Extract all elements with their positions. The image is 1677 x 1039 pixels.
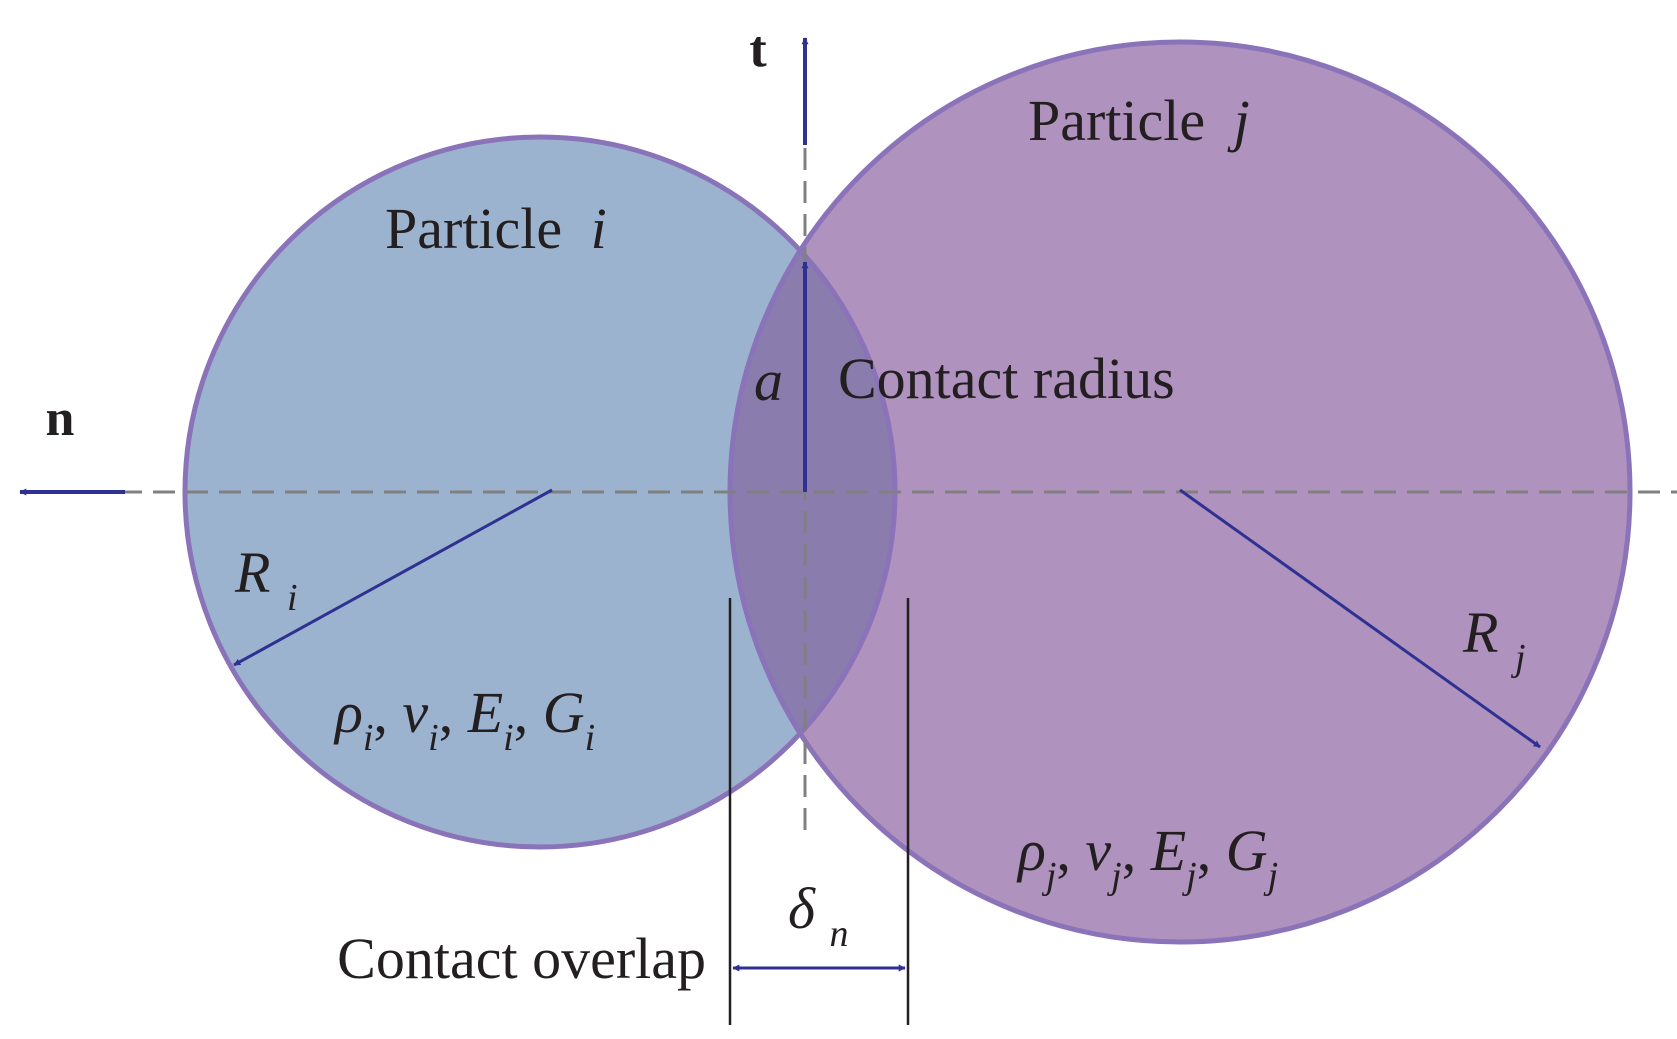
- prop-j-sep-2: ,: [1122, 818, 1137, 883]
- radius-i-sub: i: [287, 577, 298, 619]
- prop-j-v: v: [1085, 818, 1111, 883]
- prop-i-v: v: [402, 680, 428, 745]
- prop-i-rho: ρ: [333, 680, 363, 745]
- overlap-sub: n: [829, 913, 848, 955]
- particle-j-title-word: Particle: [1028, 88, 1205, 153]
- prop-j-sep-1: ,: [1056, 818, 1071, 883]
- prop-i-sep-3: ,: [514, 680, 529, 745]
- prop-i-sep-2: ,: [439, 680, 454, 745]
- particle-j-title: Particle j: [1028, 88, 1250, 153]
- prop-i-e: E: [467, 680, 503, 745]
- overlap-symbol: δ n: [788, 876, 848, 955]
- radius-i-arrow: [233, 488, 553, 667]
- prop-i-g-sub: i: [585, 717, 596, 759]
- particle-j-properties: ρj, vj, Ej, Gj: [1016, 818, 1278, 897]
- prop-i-v-sub: i: [428, 717, 439, 759]
- overlap-delta: δ: [788, 876, 816, 941]
- contact-radius-symbol: a: [754, 348, 783, 413]
- particle-i-circle: [185, 137, 895, 847]
- normal-axis-label: n: [46, 390, 75, 447]
- radius-j-arrow: [1179, 488, 1541, 749]
- prop-j-g: G: [1226, 818, 1268, 883]
- prop-j-sep-3: ,: [1197, 818, 1212, 883]
- particle-i-title-word: Particle: [385, 196, 562, 261]
- particle-i-properties: ρi, vi, Ei, Gi: [333, 680, 595, 759]
- contact-radius-label: Contact radius: [838, 346, 1175, 411]
- prop-j-e: E: [1150, 818, 1186, 883]
- tangential-axis-label: t: [749, 21, 767, 78]
- particle-i-index: i: [591, 196, 607, 261]
- particle-i-title: Particle i: [385, 196, 607, 261]
- prop-i-g: G: [543, 680, 585, 745]
- prop-i-rho-sub: i: [363, 717, 374, 759]
- radius-i-label: R i: [234, 540, 298, 619]
- prop-i-e-sub: i: [503, 717, 514, 759]
- prop-j-rho: ρ: [1016, 818, 1046, 883]
- radius-j-symbol: R: [1462, 600, 1498, 665]
- prop-i-sep-1: ,: [373, 680, 388, 745]
- radius-i-symbol: R: [234, 540, 270, 605]
- contact-overlap-label: Contact overlap: [337, 926, 706, 991]
